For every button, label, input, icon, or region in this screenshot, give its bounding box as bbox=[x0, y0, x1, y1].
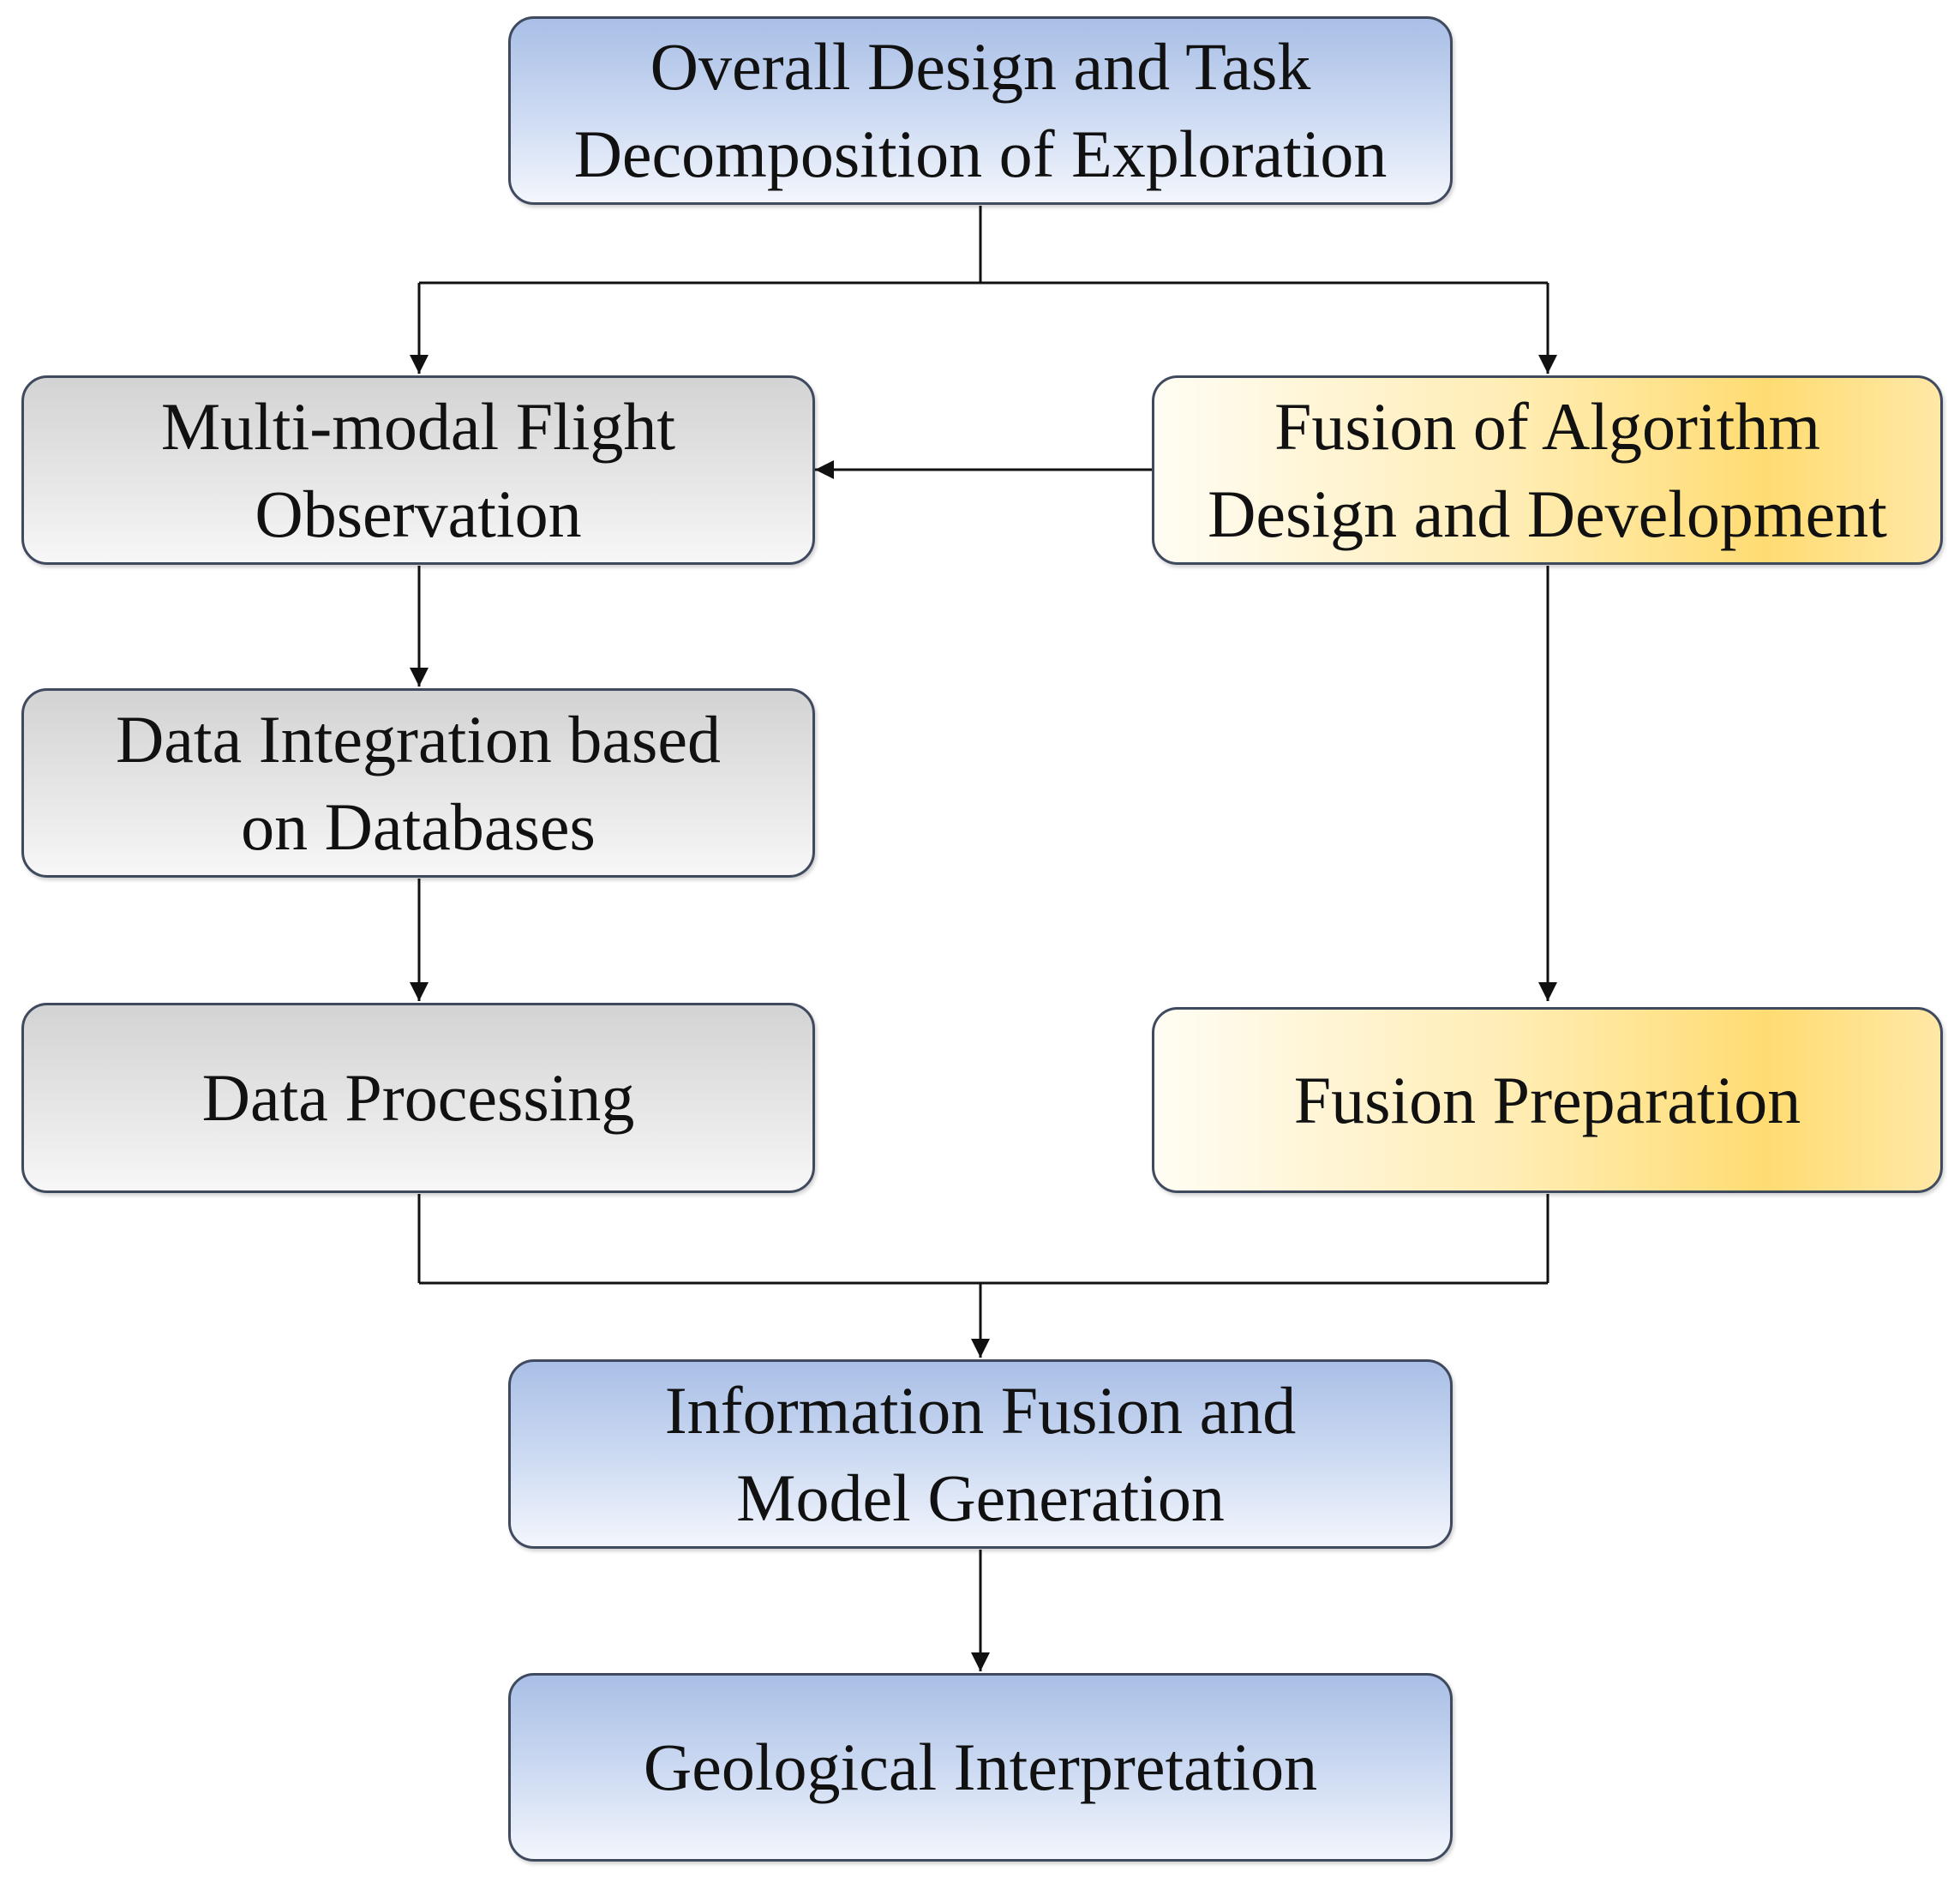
node-information-fusion: Information Fusion and Model Generation bbox=[508, 1359, 1453, 1549]
node-overall-design: Overall Design and Task Decomposition of… bbox=[508, 16, 1453, 205]
node-data-integration: Data Integration based on Databases bbox=[21, 688, 815, 878]
node-fusion-preparation-label: Fusion Preparation bbox=[1293, 1062, 1801, 1137]
node-fusion-preparation: Fusion Preparation bbox=[1152, 1007, 1943, 1193]
node-data-integration-label: Data Integration based on Databases bbox=[115, 701, 722, 864]
node-information-fusion-label: Information Fusion and Model Generation bbox=[664, 1372, 1297, 1535]
node-fusion-algorithm-label: Fusion of Algorithm Design and Developme… bbox=[1208, 388, 1887, 551]
node-geological-interpretation: Geological Interpretation bbox=[508, 1673, 1453, 1862]
node-multimodal-flight: Multi-modal Flight Observation bbox=[21, 375, 815, 565]
node-overall-design-label: Overall Design and Task Decomposition of… bbox=[573, 29, 1388, 191]
edge-overall-to-branches bbox=[410, 206, 1557, 374]
node-geological-interpretation-label: Geological Interpretation bbox=[643, 1730, 1318, 1804]
node-data-processing-label: Data Processing bbox=[201, 1060, 635, 1135]
node-fusion-algorithm: Fusion of Algorithm Design and Developme… bbox=[1152, 375, 1943, 565]
node-data-processing: Data Processing bbox=[21, 1003, 815, 1193]
node-multimodal-flight-label: Multi-modal Flight Observation bbox=[160, 388, 676, 551]
edge-merge-to-information-fusion bbox=[417, 1194, 1549, 1358]
